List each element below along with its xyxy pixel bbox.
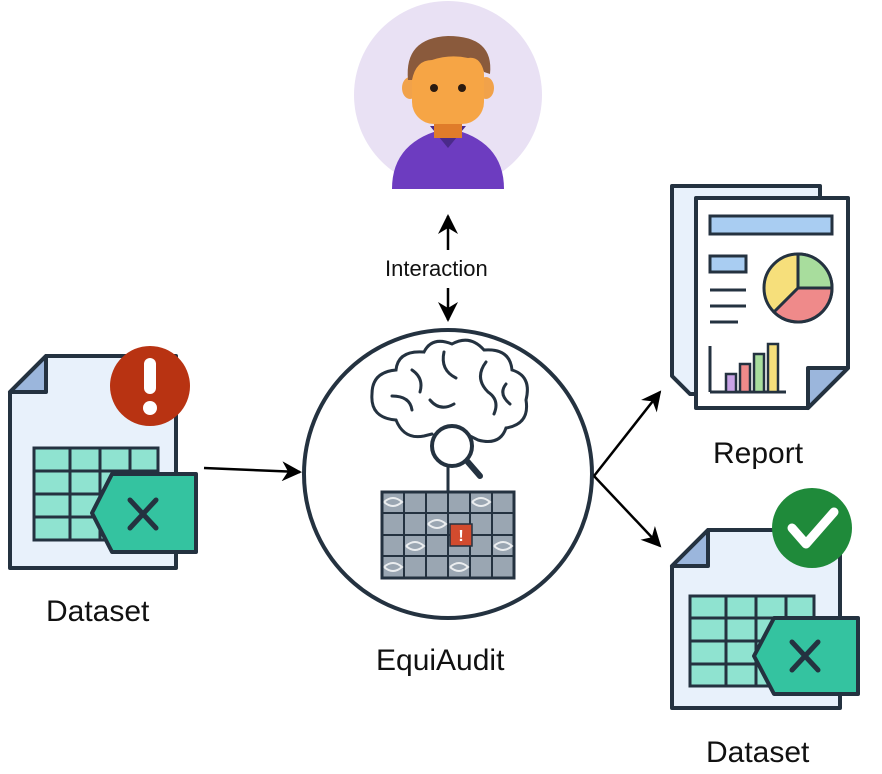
output-dataset-icon: [670, 488, 860, 710]
interaction-label: Interaction: [381, 256, 492, 282]
user-avatar: [354, 1, 542, 189]
pie-chart-icon: [762, 252, 834, 324]
magnifier-icon: [430, 424, 483, 492]
input-dataset-icon: [8, 346, 198, 570]
output-dataset-label: Dataset: [706, 736, 810, 769]
arrow-to-output-dataset: [593, 475, 662, 548]
data-grid-icon: !: [380, 490, 516, 580]
bar-chart-icon: [708, 342, 786, 394]
input-dataset-label: Dataset: [46, 595, 150, 628]
flow-arrows: [203, 390, 662, 548]
exclamation-icon: [110, 346, 190, 426]
svg-text:!: !: [458, 528, 463, 545]
equiaudit-node: !: [302, 328, 594, 620]
brain-icon: [370, 338, 529, 443]
arrow-to-report: [593, 390, 662, 477]
report-label: Report: [713, 437, 804, 470]
check-icon: [772, 488, 852, 568]
arrow-dataset-to-equiaudit: [203, 461, 302, 482]
report-icon: [670, 184, 850, 410]
equiaudit-label: EquiAudit: [376, 644, 505, 677]
